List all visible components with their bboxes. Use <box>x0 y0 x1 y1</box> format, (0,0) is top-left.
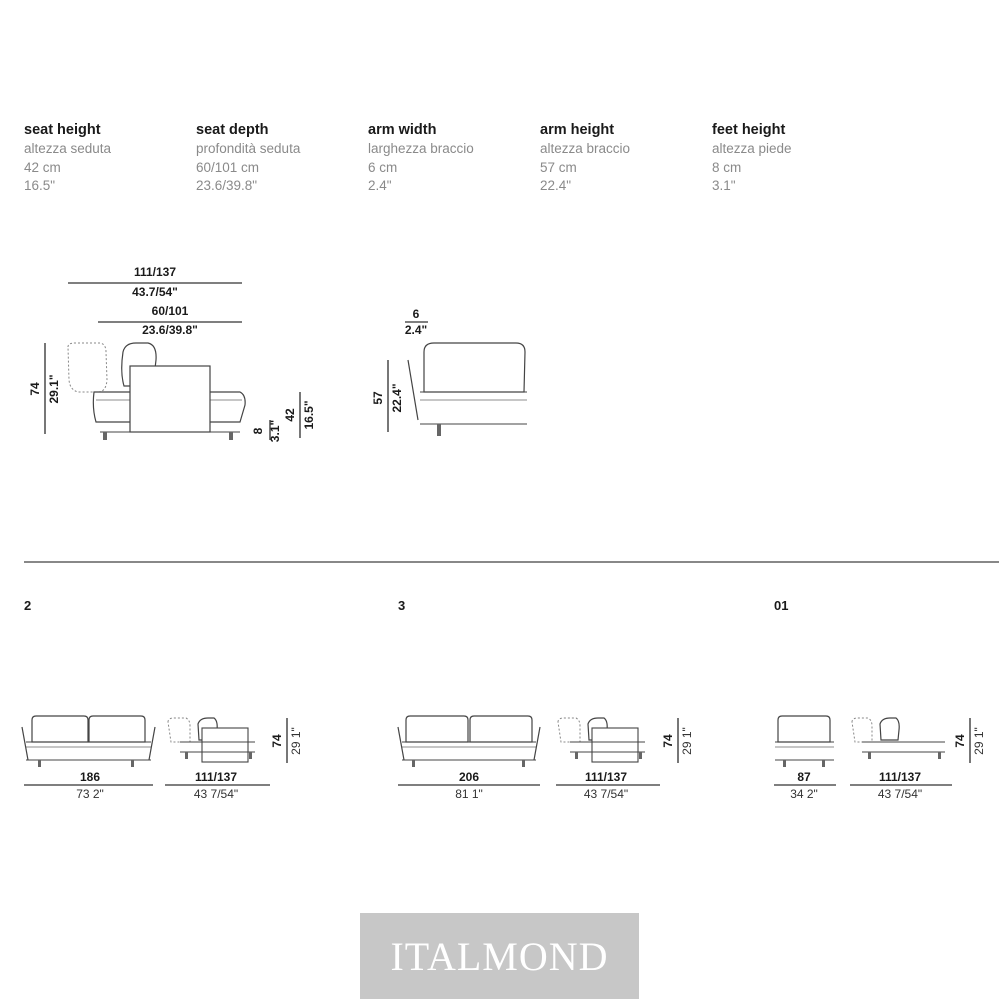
spec-italian: larghezza braccio <box>368 141 474 156</box>
spec-seat-height: seat height altezza seduta 42 cm 16.5" <box>24 121 189 196</box>
spec-inches: 22.4" <box>540 178 572 193</box>
overall-depth-in-label: 43.7/54" <box>132 285 178 299</box>
model-3-drawings: 206 81 1" 111/137 43 7/54" 74 29 1" <box>397 715 694 801</box>
model-2-drawings: 186 73 2" 111/137 43 7/54" 74 29 1" <box>21 715 303 801</box>
feet-in-label: 3.1" <box>268 420 282 442</box>
model-width-label: 186 <box>80 770 100 784</box>
model-depth-in-label: 43 7/54" <box>584 787 628 801</box>
table-panel <box>129 365 211 433</box>
model-depth-in-label: 43 7/54" <box>194 787 238 801</box>
spec-cm: 60/101 cm <box>196 159 260 175</box>
spec-cm: 8 cm <box>712 159 742 175</box>
spec-italian: altezza seduta <box>24 141 112 156</box>
front-view-drawing: 6 2.4" 57 22.4" <box>371 307 527 436</box>
model-width-in-label: 81 1" <box>455 787 483 801</box>
model-depth-label: 111/137 <box>585 770 627 784</box>
arm-panel <box>407 359 419 421</box>
model-code-2: 2 <box>24 598 32 613</box>
model-width-label: 206 <box>459 770 479 784</box>
model-code-01: 01 <box>774 598 789 613</box>
spec-title: feet height <box>712 122 786 138</box>
seat-depth-in-label: 23.6/39.8" <box>142 323 198 337</box>
arm-height-in-label: 22.4" <box>390 383 404 412</box>
spec-title: arm height <box>540 122 615 138</box>
spec-title: seat depth <box>196 122 269 138</box>
spec-feet-height: feet height altezza piede 8 cm 3.1" <box>712 121 877 196</box>
brand-watermark: ITALMOND <box>360 913 639 999</box>
seat-depth-label: 60/101 <box>152 304 189 318</box>
side-view-drawing: 111/137 43.7/54" 60/101 23.6/39.8" 74 29… <box>28 265 316 442</box>
model-height-label: 74 <box>661 734 675 748</box>
spec-inches: 3.1" <box>712 178 736 193</box>
arm-height-label: 57 <box>371 391 385 405</box>
spec-arm-height: arm height altezza braccio 57 cm 22.4" <box>540 121 705 196</box>
spec-cm: 42 cm <box>24 159 61 175</box>
backrest-folded-outline <box>67 342 108 393</box>
model-width-in-label: 73 2" <box>76 787 104 801</box>
height-in-label: 29.1" <box>47 374 61 403</box>
spec-italian: altezza piede <box>712 141 792 156</box>
model-height-in-label: 29 1" <box>972 727 986 755</box>
spec-inches: 2.4" <box>368 178 392 193</box>
spec-italian: profondità seduta <box>196 141 301 156</box>
seat-height-in-label: 16.5" <box>302 400 316 429</box>
arm-width-in-label: 2.4" <box>405 323 427 337</box>
model-depth-in-label: 43 7/54" <box>878 787 922 801</box>
overall-depth-label: 111/137 <box>134 265 176 279</box>
model-height-in-label: 29 1" <box>680 727 694 755</box>
spec-italian: altezza braccio <box>540 141 631 156</box>
spec-arm-width: arm width larghezza braccio 6 cm 2.4" <box>368 121 533 196</box>
arm-width-label: 6 <box>413 307 420 321</box>
height-label: 74 <box>28 382 42 396</box>
back-cushion <box>423 342 526 393</box>
seat-body <box>92 391 246 423</box>
spec-cm: 6 cm <box>368 159 398 175</box>
seat-height-label: 42 <box>283 408 297 422</box>
model-height-label: 74 <box>953 734 967 748</box>
spec-seat-depth: seat depth profondità seduta 60/101 cm 2… <box>196 121 361 196</box>
model-height-in-label: 29 1" <box>289 727 303 755</box>
model-01-drawings: 87 34 2" 111/137 43 7/54" 74 29 1" <box>774 715 986 801</box>
spec-title: arm width <box>368 122 437 138</box>
spec-inches: 16.5" <box>24 178 56 193</box>
model-height-label: 74 <box>270 734 284 748</box>
model-width-label: 87 <box>797 770 811 784</box>
backrest-cushion <box>121 342 157 387</box>
spec-title: seat height <box>24 122 101 138</box>
spec-inches: 23.6/39.8" <box>196 178 258 193</box>
model-depth-label: 111/137 <box>879 770 921 784</box>
spec-cm: 57 cm <box>540 159 577 175</box>
model-depth-label: 111/137 <box>195 770 237 784</box>
feet-label: 8 <box>251 427 265 434</box>
model-code-3: 3 <box>398 598 406 613</box>
model-width-in-label: 34 2" <box>790 787 818 801</box>
